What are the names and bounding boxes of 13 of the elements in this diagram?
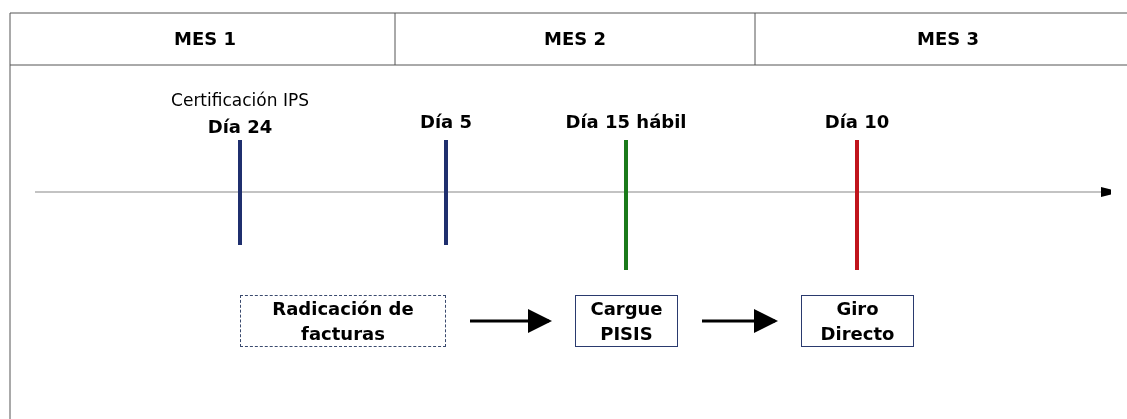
day-label: Día 24 [207, 116, 273, 137]
day-label: Día 10 [824, 111, 890, 132]
day-label: Día 15 hábil [565, 111, 687, 132]
day-label: Día 5 [419, 111, 473, 132]
month-header: MES 1 [174, 28, 236, 49]
milestone-caption: Certificación IPS [171, 90, 309, 110]
process-box: Cargue PISIS [575, 295, 678, 347]
process-box: Radicación de facturas [240, 295, 446, 347]
month-header: MES 2 [544, 28, 606, 49]
arrow [702, 309, 778, 333]
month-header: MES 3 [917, 28, 979, 49]
process-box: Giro Directo [801, 295, 914, 347]
arrow [470, 309, 552, 333]
